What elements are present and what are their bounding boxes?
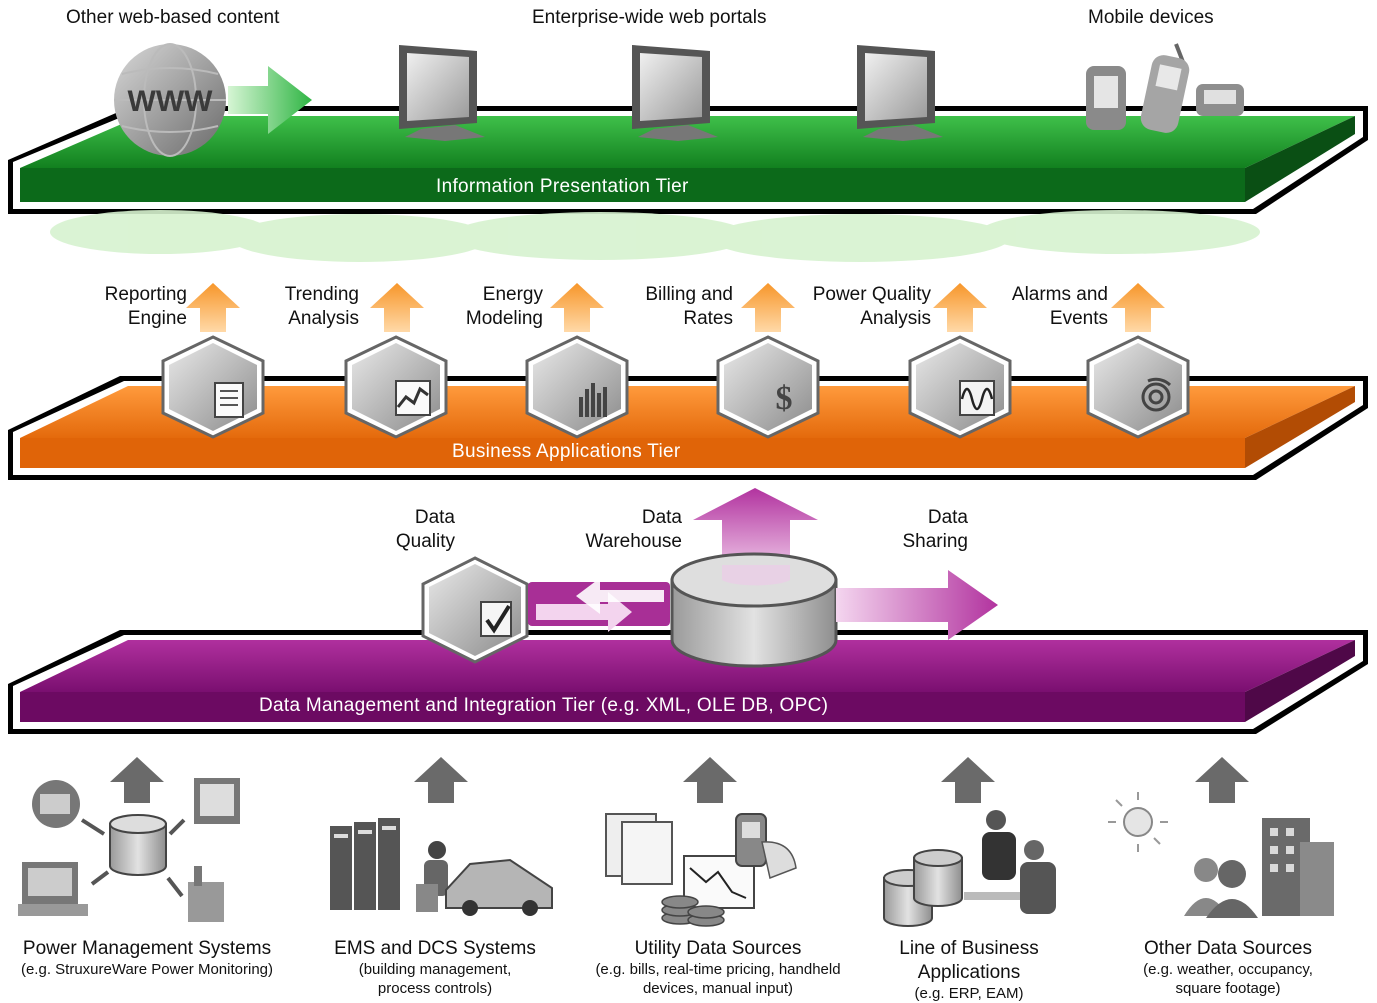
source-sub-utility-1: (e.g. bills, real-time pricing, handheld (595, 961, 841, 978)
bill-document-icon (605, 813, 673, 885)
database-stack-icon (883, 849, 963, 927)
energy-modeling-hex (525, 335, 629, 439)
pager-icon (1196, 84, 1244, 116)
monitor-icon (194, 778, 240, 824)
source-title-other: Other Data Sources (1144, 938, 1312, 959)
trending-analysis-hex (344, 335, 448, 439)
exchange-arrows (528, 578, 670, 632)
cell-phone-icon (1140, 43, 1190, 133)
web-arrow (228, 66, 312, 134)
portals-label: Enterprise-wide web portals (532, 7, 767, 28)
business-people-icon (964, 810, 1056, 914)
handheld-device-icon (735, 813, 797, 880)
monitor-icon (857, 45, 943, 141)
source-sub-other-1: (e.g. weather, occupancy, (1143, 961, 1313, 978)
coin-stack-icon (661, 895, 725, 927)
sun-icon (1108, 792, 1168, 852)
alarms-events-hex (1086, 335, 1190, 439)
app-arrows (186, 283, 1165, 332)
globe-icon: WWW (114, 43, 226, 157)
ems-dcs-illustration (330, 818, 553, 916)
currency-icon: $ (776, 380, 793, 417)
source-sub-utility-2: devices, manual input) (642, 980, 794, 997)
reporting-engine-hex (161, 335, 265, 439)
data-sharing-arrow (836, 570, 998, 640)
data-warehouse-cylinder (670, 552, 838, 668)
checkmark-icon (480, 601, 512, 637)
billing-rates-hex: $ (716, 335, 820, 439)
alarm-icon (1141, 377, 1172, 412)
source-sub-ems-2: process controls) (377, 980, 493, 997)
data-quality-hex (421, 556, 529, 664)
other-sources-illustration (1108, 792, 1334, 918)
power-quality-hex (908, 335, 1012, 439)
device-icon (188, 866, 224, 922)
data-tier-platform (8, 630, 1368, 734)
bar-chart-icon (579, 383, 607, 417)
utility-illustration (605, 813, 797, 927)
trend-chart-icon (395, 380, 431, 416)
monitor-icon (399, 45, 485, 141)
source-title-power: Power Management Systems (22, 938, 272, 959)
computer-icon (18, 862, 88, 916)
source-title-lob: Line of Business (899, 938, 1039, 959)
web-content-label: Other web-based content (66, 7, 280, 28)
source-sub-other-2: square footage) (1175, 980, 1281, 997)
source-arrows (110, 757, 1249, 803)
car-icon (445, 858, 553, 916)
waveform-icon (959, 380, 995, 416)
source-title-utility: Utility Data Sources (634, 938, 802, 959)
line-of-business-illustration (883, 810, 1056, 927)
report-document-icon (214, 382, 244, 418)
pda-icon (1086, 66, 1126, 130)
people-icon (1184, 858, 1258, 918)
source-title-ems: EMS and DCS Systems (334, 938, 536, 959)
cloud-layer (50, 210, 1260, 262)
mobile-devices-label: Mobile devices (1088, 7, 1214, 28)
meter-icon (32, 780, 80, 828)
source-title-lob-2: Applications (917, 962, 1021, 983)
source-sub-ems-1: (building management, (358, 961, 512, 978)
business-tier-label: Business Applications Tier (452, 441, 681, 462)
monitor-icon (632, 45, 718, 141)
data-tier-label: Data Management and Integration Tier (e.… (259, 695, 829, 716)
server-rack-icon (330, 818, 400, 910)
svg-text:$: $ (776, 380, 793, 417)
source-sub-lob: (e.g. ERP, EAM) (914, 985, 1024, 1002)
source-sub-power: (e.g. StruxureWare Power Monitoring) (20, 961, 274, 978)
presentation-tier-label: Information Presentation Tier (436, 176, 689, 197)
presentation-tier-platform (8, 106, 1368, 214)
www-text: WWW (128, 85, 214, 118)
power-management-illustration (18, 778, 240, 922)
